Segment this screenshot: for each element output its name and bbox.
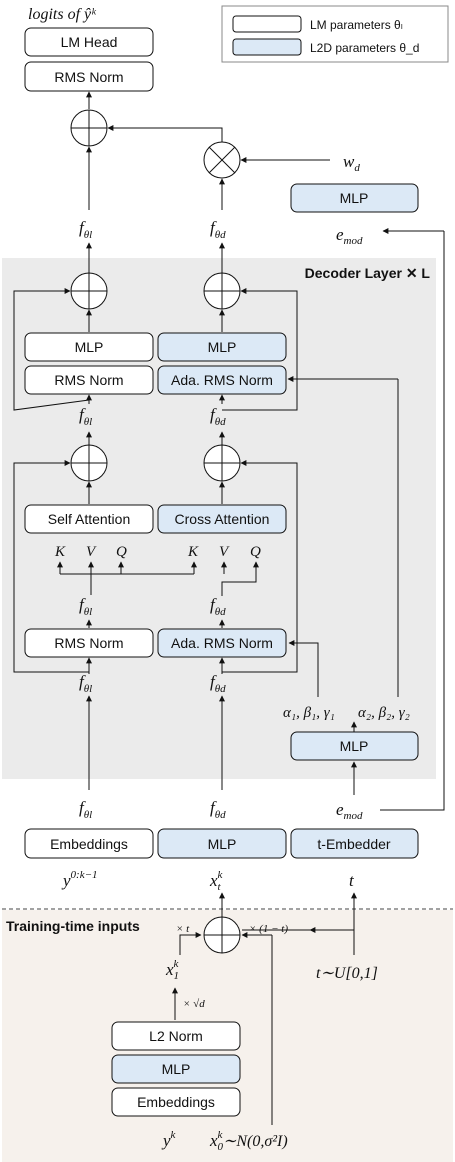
f-theta-d-mid: fθd xyxy=(210,405,226,428)
self-attention-box xyxy=(24,504,154,534)
ada-rms-norm-1-box xyxy=(157,365,287,395)
y-context-label: y0:k−1 xyxy=(61,869,98,890)
t-embedder-label: t-Embedder xyxy=(317,836,390,852)
q-label-d: Q xyxy=(250,544,261,560)
lm-head-label: LM Head xyxy=(61,34,118,50)
decoder-rms-norm-l2-label: RMS Norm xyxy=(54,635,123,651)
f-theta-d-in: fθd xyxy=(210,672,226,695)
times-1-minus-t-label: × (1 − t) xyxy=(249,923,288,935)
f-theta-l-bottom: fθl xyxy=(79,798,92,821)
legend-l2d-label: L2D parameters θ_d xyxy=(310,41,419,55)
k-label-d: K xyxy=(187,544,199,560)
side-mlp-box xyxy=(290,731,419,761)
y-k-label: yk xyxy=(161,1129,177,1150)
ada-rms-norm-1-label: Ada. RMS Norm xyxy=(171,372,273,388)
legend-l2d-swatch xyxy=(232,38,302,56)
k-label-l: K xyxy=(54,544,66,560)
decoder-mlp-l-label: MLP xyxy=(75,339,104,355)
cross-attention-label: Cross Attention xyxy=(175,511,270,527)
training-inputs-title: Training-time inputs xyxy=(6,918,140,934)
w-d-label: wd xyxy=(343,152,360,174)
e-mod-bottom-label: emod xyxy=(336,800,363,822)
decoder-layer-title: Decoder Layer ✕ L xyxy=(305,265,431,281)
decoder-rms-norm-l-box xyxy=(24,365,154,395)
decoder-mlp-d-box xyxy=(157,332,287,362)
l2-norm-box xyxy=(111,1021,241,1051)
legend-lm-swatch xyxy=(232,15,302,33)
times-sqrt-d-label: × √d xyxy=(183,998,205,1010)
embeddings-box xyxy=(24,828,154,859)
t-label: t xyxy=(349,871,355,890)
f-theta-d-bottom: fθd xyxy=(210,798,226,821)
legend: LM parameters θₗ L2D parameters θ_d xyxy=(221,5,449,63)
f-theta-l-mid: fθl xyxy=(79,405,92,428)
t-embedder-box xyxy=(290,828,419,859)
ada-rms-norm-2-label: Ada. RMS Norm xyxy=(171,635,273,651)
input-mlp-box xyxy=(157,828,287,859)
f-theta-d-top: fθd xyxy=(210,218,226,241)
e-mod-top-label: emod xyxy=(336,225,363,247)
alpha2-beta2-gamma2-label: α₂, β₂, γ₂ xyxy=(358,705,410,721)
embeddings-label: Embeddings xyxy=(50,836,128,852)
decoder-mlp-l-box xyxy=(24,332,154,362)
training-embeddings-label: Embeddings xyxy=(137,1094,215,1110)
top-mlp-box xyxy=(290,183,419,213)
ada-rms-norm-2-box xyxy=(157,628,287,658)
top-rms-norm-label: RMS Norm xyxy=(54,69,123,85)
decoder-rms-norm-l2-box xyxy=(24,628,154,658)
legend-lm-label: LM parameters θₗ xyxy=(310,18,403,32)
decoder-mlp-d-label: MLP xyxy=(208,339,237,355)
lm-head-box xyxy=(24,27,154,57)
f-theta-l-in: fθl xyxy=(79,672,92,695)
cross-attention-box xyxy=(157,504,287,534)
f-theta-l-attn: fθl xyxy=(79,595,92,618)
logits-title: logits of ŷᵏ xyxy=(28,6,97,23)
v-label-l: V xyxy=(86,544,97,560)
times-t-label: × t xyxy=(176,923,190,935)
self-attention-label: Self Attention xyxy=(48,511,131,527)
alpha1-beta1-gamma1-label: α₁, β₁, γ₁ xyxy=(283,705,335,721)
f-theta-d-attn: fθd xyxy=(210,595,226,618)
training-mlp-label: MLP xyxy=(162,1061,191,1077)
decoder-rms-norm-l-label: RMS Norm xyxy=(54,372,123,388)
t-distribution-label: t∼U[0,1] xyxy=(316,965,378,982)
side-mlp-label: MLP xyxy=(340,738,369,754)
l2-norm-label: L2 Norm xyxy=(149,1028,203,1044)
top-mlp-label: MLP xyxy=(340,190,369,206)
q-label-l: Q xyxy=(116,544,127,560)
f-theta-l-top: fθl xyxy=(79,218,92,241)
top-rms-norm-box xyxy=(24,61,154,92)
training-mlp-box xyxy=(111,1054,241,1084)
training-embeddings-box xyxy=(111,1087,241,1117)
v-label-d: V xyxy=(219,544,230,560)
input-mlp-label: MLP xyxy=(208,836,237,852)
